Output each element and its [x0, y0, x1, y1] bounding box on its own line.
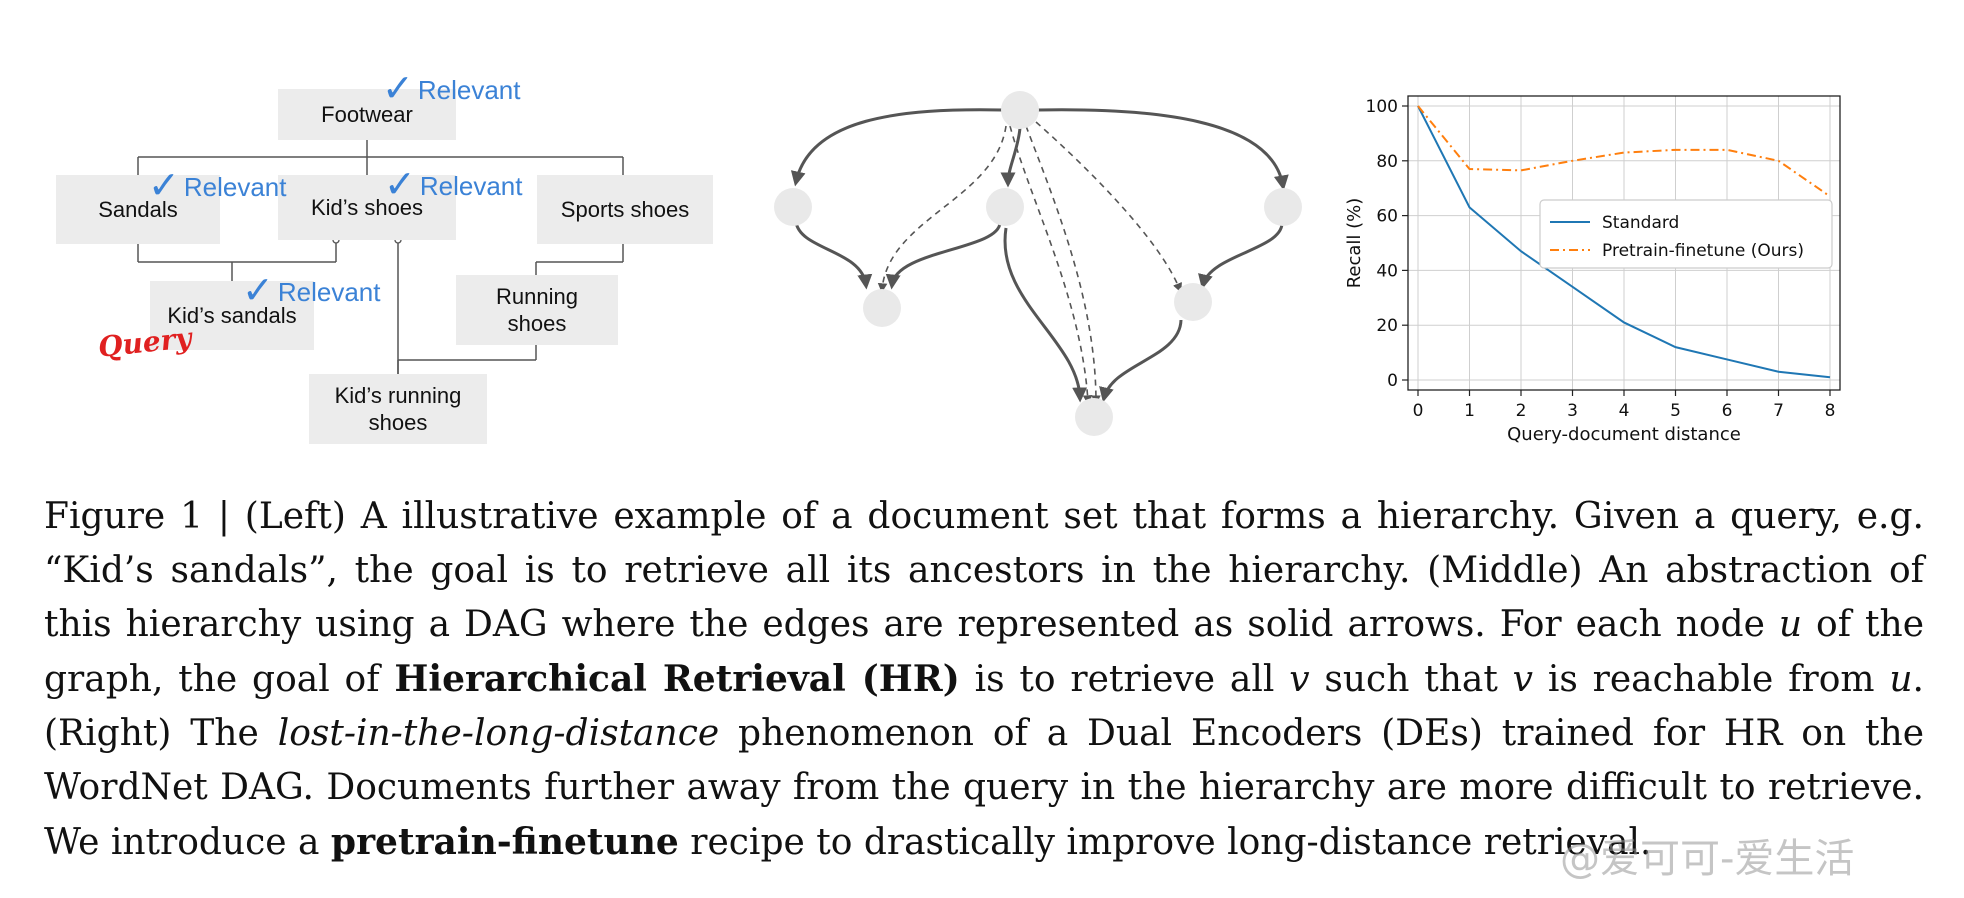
- y-tick-label: 60: [1376, 207, 1398, 227]
- dag-edge: [1198, 223, 1284, 290]
- relevant-text: Relevant: [277, 277, 381, 307]
- dag-dashed-edge: [877, 125, 1007, 293]
- dag-edge: [794, 221, 873, 290]
- var-v: v: [1512, 659, 1533, 700]
- phenomenon-term: lost-in-the-long-distance: [277, 713, 720, 754]
- relevant-text: Relevant: [183, 172, 287, 202]
- watermark: @爱可可-爱生活: [1560, 836, 1855, 882]
- y-tick-label: 80: [1376, 152, 1398, 172]
- relevant-tag-sandals: ✓Relevant: [148, 163, 286, 208]
- dag-edge: [1003, 227, 1088, 403]
- caption-line-2: “Kid’s sandals”, the goal is to retrieve…: [44, 550, 1924, 591]
- x-tick-label: 8: [1825, 401, 1836, 421]
- relevant-tag-kids-shoes: ✓Relevant: [384, 162, 522, 207]
- node-sandals: Sandals: [56, 175, 220, 244]
- caption-line-7: We introduce a pretrain-finetune recipe …: [44, 821, 1652, 863]
- hierarchy-example: Footwear Sandals Kid’s shoes Sports shoe…: [0, 0, 740, 470]
- y-tick-label: 100: [1366, 97, 1398, 117]
- x-tick-label: 4: [1619, 401, 1630, 421]
- y-tick-label: 40: [1376, 261, 1398, 281]
- y-axis-label: Recall (%): [1344, 198, 1365, 289]
- caption-line-1: Figure 1 | (Left) A illustrative example…: [44, 496, 1924, 537]
- check-icon: ✓: [384, 164, 416, 206]
- legend-entry: Standard: [1602, 213, 1679, 233]
- legend-box: [1539, 199, 1833, 269]
- var-u: u: [1889, 659, 1913, 700]
- dag-edge: [1099, 319, 1183, 403]
- chart-series: [1417, 105, 1831, 379]
- relevant-text: Relevant: [417, 75, 521, 105]
- recipe-term: pretrain-finetune: [330, 821, 679, 863]
- hierarchy-connectors: [137, 140, 624, 374]
- relevant-tag-footwear: ✓Relevant: [382, 66, 520, 111]
- dag-edge: [885, 222, 1002, 290]
- dag-edge: [1000, 127, 1022, 188]
- dag-node: [1075, 398, 1113, 436]
- dag-dashed-edge: [1035, 121, 1182, 293]
- relevant-tag-kids-sandals: ✓Relevant: [242, 268, 380, 313]
- dag-node: [1174, 283, 1212, 321]
- node-kids-running-shoes: Kid’s running shoes: [309, 374, 487, 444]
- x-tick-label: 2: [1516, 401, 1527, 421]
- x-axis-label: Query-document distance: [1507, 424, 1741, 445]
- relevant-text: Relevant: [419, 171, 523, 201]
- x-tick-label: 3: [1567, 401, 1578, 421]
- dag-node: [986, 188, 1024, 226]
- legend-entry: Pretrain-finetune (Ours): [1602, 241, 1804, 261]
- y-tick-label: 20: [1376, 316, 1398, 336]
- figure-caption: Figure 1 | (Left) A illustrative example…: [44, 490, 1924, 870]
- series-line-0: [1417, 105, 1831, 379]
- node-sports-shoes: Sports shoes: [537, 175, 713, 244]
- caption-line-3: this hierarchy using a DAG where the edg…: [44, 604, 1925, 645]
- hr-term: Hierarchical Retrieval (HR): [394, 658, 960, 700]
- dag-node: [1001, 91, 1039, 129]
- x-tick-label: 6: [1722, 401, 1733, 421]
- var-v: v: [1289, 659, 1310, 700]
- caption-line-4: graph, the goal of Hierarchical Retrieva…: [44, 658, 1924, 700]
- dag-abstraction: [760, 80, 1320, 450]
- dag-node: [774, 188, 812, 226]
- x-tick-label: 0: [1413, 401, 1424, 421]
- y-tick-label: 0: [1387, 371, 1398, 391]
- check-icon: ✓: [242, 270, 274, 312]
- dag-edge: [790, 108, 1003, 187]
- dag-edge: [1037, 108, 1289, 191]
- x-tick-label: 5: [1670, 401, 1681, 421]
- check-icon: ✓: [382, 68, 414, 110]
- check-icon: ✓: [148, 165, 180, 207]
- dag-dashed-edge: [1025, 125, 1101, 405]
- node-footwear: Footwear: [278, 89, 456, 140]
- var-u: u: [1778, 604, 1803, 645]
- node-kids-sandals: Kid’s sandals: [150, 281, 314, 350]
- caption-line-6: WordNet DAG. Documents further away from…: [44, 767, 1924, 808]
- dag-node: [1264, 188, 1302, 226]
- series-line-1: [1417, 105, 1831, 198]
- x-tick-label: 1: [1464, 401, 1475, 421]
- dag-node: [863, 289, 901, 327]
- node-kids-shoes: Kid’s shoes: [278, 175, 456, 240]
- x-tick-label: 7: [1773, 401, 1784, 421]
- node-running-shoes: Running shoes: [456, 275, 618, 345]
- caption-line-5: (Right) The lost-in-the-long-distance ph…: [44, 713, 1925, 754]
- dag-dashed-edge: [1009, 125, 1093, 405]
- dag-svg: [774, 91, 1302, 436]
